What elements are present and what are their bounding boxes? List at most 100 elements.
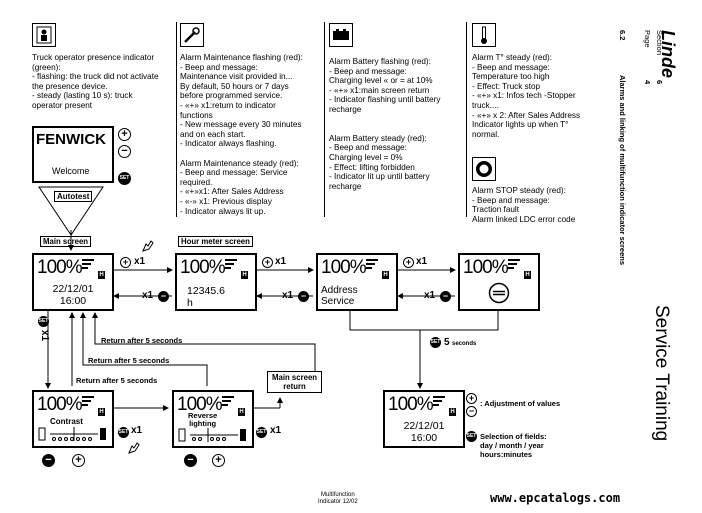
hour-meter-label: Hour meter screen <box>178 236 253 247</box>
bars-icon <box>366 259 378 271</box>
battery-icon <box>329 23 353 47</box>
x1-label: x1 <box>131 425 143 436</box>
address-line1: Address <box>321 285 358 296</box>
stop-symbol-icon <box>488 282 510 304</box>
battery-percent: 100% <box>463 257 509 278</box>
set-button[interactable]: SET <box>466 431 477 442</box>
wrench-icon <box>180 23 204 47</box>
bars-icon <box>225 259 237 271</box>
battery-percent: 100% <box>180 257 226 278</box>
hour-indicator-icon: H <box>241 271 248 279</box>
plus-button[interactable]: + <box>212 454 225 467</box>
plus-button[interactable]: + <box>118 128 131 141</box>
alarm-battery-text: Alarm Battery flashing (red): - Beep and… <box>329 57 441 191</box>
alarm-stop-text: Alarm STOP steady (red): - Beep and mess… <box>472 186 576 224</box>
hour-indicator-icon: H <box>98 408 105 416</box>
column-divider <box>176 22 177 217</box>
x1-label: x1 <box>134 256 146 267</box>
set-button[interactable]: SET <box>118 172 131 185</box>
reverse-slider[interactable] <box>178 428 248 442</box>
battery-percent: 100% <box>37 394 83 415</box>
contrast-slider[interactable] <box>38 426 108 442</box>
battery-percent: 100% <box>321 257 367 278</box>
welcome-screen: FENWICK Welcome <box>32 126 114 183</box>
plus-button[interactable]: + <box>262 257 273 268</box>
autotest-label: Autotest <box>54 191 93 202</box>
alarm-operator-text: Truck operator presence indicator (green… <box>32 53 159 110</box>
set-button[interactable]: SET <box>256 427 267 438</box>
welcome-brand: FENWICK <box>36 131 106 148</box>
alarm-temperature-text: Alarm T° steady (red): - Beep and messag… <box>472 53 581 139</box>
stop-screen: 100% H <box>458 253 540 311</box>
contrast-screen: 100% H Contrast <box>32 390 114 448</box>
address-screen: 100% H Address Service <box>316 253 398 311</box>
plus-button[interactable]: + <box>466 393 477 404</box>
main-screen-label: Main screen <box>40 236 92 247</box>
plus-button[interactable]: + <box>72 454 85 467</box>
set-button[interactable]: SET <box>430 337 441 348</box>
main-return-box: Main screen return <box>267 371 323 393</box>
minus-button[interactable]: − <box>298 291 309 302</box>
reverse-label: Reverse lighting <box>188 411 218 428</box>
minus-button[interactable]: − <box>42 454 55 467</box>
stop-icon <box>472 157 496 181</box>
watermark: www.epcatalogs.com <box>490 491 621 505</box>
reverse-lighting-screen: 100% H Reverse lighting <box>172 390 254 448</box>
x1-label: x1 <box>275 256 287 267</box>
hour-value: 12345.6 <box>187 285 225 297</box>
set-button[interactable]: SET <box>38 316 49 327</box>
column-divider <box>324 22 325 217</box>
x1-label: x1 <box>142 290 154 301</box>
operator-presence-icon <box>32 23 56 47</box>
minus-button[interactable]: − <box>466 406 477 417</box>
x1-label: x1 <box>416 256 428 267</box>
bars-icon <box>82 259 94 271</box>
minus-button[interactable]: − <box>440 291 451 302</box>
hour-indicator-icon: H <box>524 271 531 279</box>
five-seconds-unit: seconds <box>452 341 477 347</box>
battery-percent: 100% <box>177 394 223 415</box>
return-label: Return after 5 seconds <box>101 336 183 345</box>
bars-icon <box>222 396 234 408</box>
hour-indicator-icon: H <box>382 271 389 279</box>
hour-unit: h <box>187 297 193 309</box>
address-line2: Service <box>321 296 355 307</box>
minus-button[interactable]: − <box>118 145 131 158</box>
hour-indicator-icon: H <box>98 271 105 279</box>
main-screen: 100% H 22/12/01 16:00 <box>32 253 114 311</box>
x1-label: x1 <box>270 425 282 436</box>
bars-icon <box>82 396 94 408</box>
set-button[interactable]: SET <box>118 427 129 438</box>
adjust-date: 22/12/01 <box>403 420 445 432</box>
main-time: 16:00 <box>59 295 87 307</box>
x1-label: x1 <box>424 290 436 301</box>
hand-pointer-icon <box>142 240 154 252</box>
battery-percent: 100% <box>37 257 83 278</box>
contrast-label: Contrast <box>50 417 83 426</box>
five-seconds-num: 5 <box>444 337 450 348</box>
date-time-adjust-screen: 100% H 22/12/01 16:00 <box>383 390 465 448</box>
minus-button[interactable]: − <box>158 291 169 302</box>
minus-button[interactable]: − <box>184 454 197 467</box>
adjust-time: 16:00 <box>410 432 438 444</box>
hand-pointer-icon <box>128 442 140 454</box>
hour-indicator-icon: H <box>449 408 456 416</box>
thermometer-icon <box>472 23 496 47</box>
plus-button[interactable]: + <box>403 257 414 268</box>
alarm-maintenance-text: Alarm Maintenance flashing (red): - Beep… <box>180 53 303 216</box>
return-label: Return after 5 seconds <box>88 356 170 365</box>
footer-caption: Multifunction Indicator 12/02 <box>318 492 358 505</box>
main-date: 22/12/01 <box>52 283 94 295</box>
plus-button[interactable]: + <box>120 257 131 268</box>
battery-percent: 100% <box>388 394 434 415</box>
x1-label: x1 <box>39 330 50 342</box>
return-label: Return after 5 seconds <box>76 376 158 385</box>
bars-icon <box>433 396 445 408</box>
hour-indicator-icon: H <box>238 408 245 416</box>
welcome-message: Welcome <box>52 166 90 176</box>
selection-fields-label: Selection of fields: day / month / year … <box>480 432 547 459</box>
adjust-values-label: : Adjustment of values <box>480 399 561 408</box>
x1-label: x1 <box>282 290 294 301</box>
bars-icon <box>508 259 520 271</box>
column-divider <box>466 22 467 217</box>
